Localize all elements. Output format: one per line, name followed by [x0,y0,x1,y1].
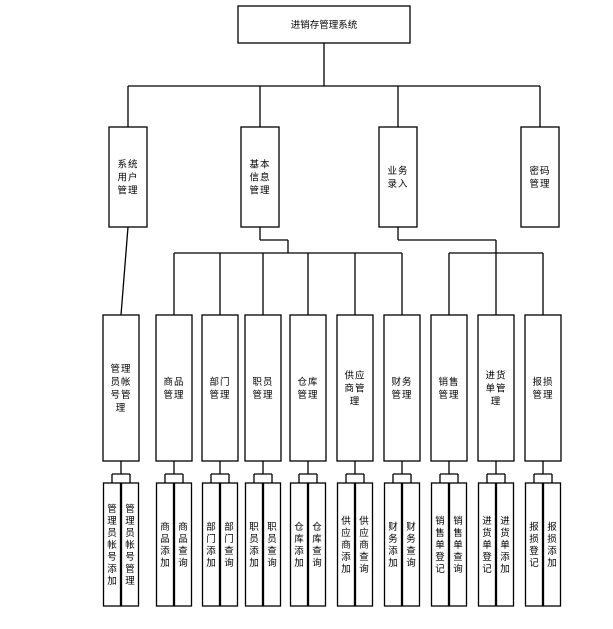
leaf-label: 职员添加 [249,522,259,569]
sub-module-box [102,314,140,462]
sub-module-label: 仓库管理 [297,376,318,401]
module-box [378,126,418,228]
sub-module-box [430,314,468,462]
leaf-box [102,482,122,607]
module-label: 业务录入 [387,165,408,190]
leaf-label: 财务查询 [406,521,416,569]
sub-module-label: 销售管理 [438,376,459,401]
leaf-label: 管理员帐号管理 [125,503,135,587]
sub-module-box [336,314,374,462]
module-label: 密码管理 [529,165,550,190]
leaf-label: 管理员帐号添加 [107,503,117,587]
leaf-label: 财务添加 [388,521,398,569]
leaf-box [244,482,264,607]
root-label: 进销存管理系统 [291,19,358,31]
sub-module-box [524,314,562,462]
leaf-box [524,482,544,607]
sub-module-box [383,314,421,462]
root-box [237,5,411,44]
leaf-label: 商品查询 [178,521,188,569]
leaf-box [120,482,140,607]
module-box [240,126,280,228]
leaf-box [173,482,193,607]
leaf-label: 销售单登记 [435,515,445,575]
sub-module-box [244,314,282,462]
leaf-box [289,482,309,607]
leaf-label: 报损添加 [547,521,557,569]
leaf-label: 销售单查询 [453,515,463,575]
leaf-box [219,482,239,607]
leaf-label: 报损登记 [529,521,539,569]
leaf-label: 进货单添加 [500,516,510,575]
sub-module-label: 财务管理 [391,376,412,401]
sub-module-box [201,314,239,462]
leaf-label: 仓库查询 [312,521,322,569]
leaf-box [354,482,374,607]
leaf-label: 部门查询 [224,521,234,569]
leaf-label: 职员查询 [267,522,277,569]
leaf-box [155,482,175,607]
sub-module-label: 商品管理 [163,376,184,401]
module-box [520,126,560,228]
leaf-box [201,482,221,607]
leaf-label: 供应商添加 [341,515,351,575]
leaf-box [383,482,403,607]
leaf-label: 商品添加 [160,521,170,569]
sub-module-label: 供应商管理 [344,370,365,408]
sub-module-label: 报损管理 [532,376,553,401]
sub-module-label: 职员管理 [252,377,273,401]
leaf-box [495,482,515,607]
module-label: 基本信息管理 [249,159,270,197]
module-label: 系统用户管理 [117,159,138,197]
leaf-box [336,482,356,607]
leaf-label: 部门添加 [206,521,216,569]
sub-module-box [289,314,327,462]
leaf-label: 仓库添加 [294,521,304,569]
leaf-box [448,482,468,607]
sub-module-box [155,314,193,462]
module-to-sub-connector [120,226,129,316]
leaf-box [307,482,327,607]
module-box [108,126,148,228]
leaf-box [430,482,450,607]
leaf-label: 供应商查询 [359,515,369,575]
leaf-box [477,482,497,607]
sub-module-label: 管理员帐号管理 [110,363,131,414]
leaf-label: 进货单登记 [482,516,492,575]
sub-module-label: 进货单管理 [485,370,506,408]
sub-module-label: 部门管理 [209,376,230,401]
leaf-box [401,482,421,607]
leaf-box [542,482,562,607]
leaf-box [262,482,282,607]
